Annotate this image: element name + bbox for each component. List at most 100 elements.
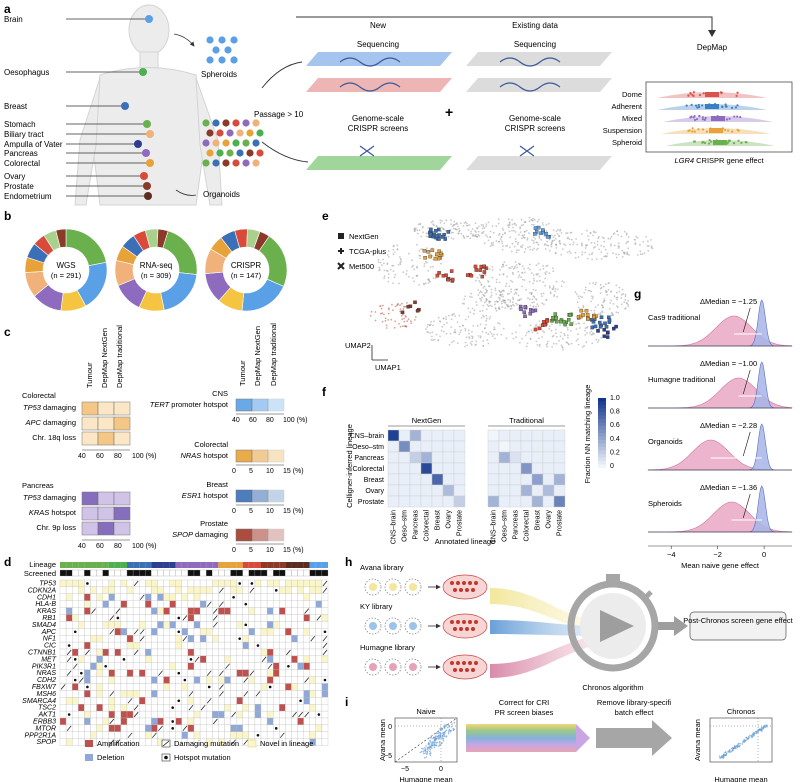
onco-cell [139,614,146,622]
onco-cell [187,710,195,719]
onco-cell [108,662,115,670]
onco-cell [291,669,298,677]
damaging-mark [219,691,224,697]
umap-nextgen-marker [603,321,607,326]
ridge-point [703,141,707,145]
onco-cell [157,697,164,705]
naive-point [439,733,442,736]
g-delta-label: ΔMedian = −1.00 [700,359,757,368]
umap-point [450,326,453,328]
step1-label-line2: PR screen biases [495,708,554,717]
umap-point [460,232,463,235]
onco-cell [151,697,158,705]
cell-dot [471,668,475,672]
umap-nextgen-marker [584,308,589,313]
onco-cell [102,697,109,705]
umap-point [482,340,485,342]
umap-point [515,264,518,266]
umap-point [633,238,636,241]
umap-point [602,301,605,304]
umap-point [485,317,488,320]
naive-point [451,723,453,725]
onco-cell [108,676,115,684]
umap-point [563,243,565,246]
site-label-2: Breast [4,102,28,111]
onco-cell [273,683,280,691]
onco-cell [181,662,189,670]
onco-cell [96,710,103,719]
umap-point [581,253,583,256]
onco-cell [230,607,237,615]
umap-point [457,225,459,228]
umap-point [471,336,474,338]
umap-point [513,223,516,225]
onco-cell [309,607,316,615]
c-right-tick: 0 [232,508,236,515]
onco-cell [291,690,298,698]
umap-point [460,329,462,332]
umap-point [547,222,550,225]
onco-cell [273,690,280,698]
onco-cell [157,690,164,698]
umap-point [641,253,644,256]
naive-point [435,732,438,734]
umap-nextgen-marker [599,315,604,320]
ridge-point [728,117,731,120]
umap-point [458,230,461,233]
umap-point [445,219,448,222]
onco-cell [120,724,128,732]
onco-cell [193,669,201,677]
onco-cell [236,690,243,698]
umap-point [617,306,619,309]
panel-label-h: h [345,555,352,569]
spheroid-dot [230,36,238,44]
ridge-box [711,116,725,121]
umap-point [470,230,473,233]
umap-point [515,336,517,339]
chronos-point [736,746,739,749]
umap-nextgen-marker [554,316,558,320]
umap-point [439,219,442,222]
umap-point [445,316,447,318]
umap-point [555,328,557,331]
onco-cell [139,724,146,732]
damaging-mark [255,691,261,697]
umap-point [580,233,583,235]
gene-label: HLA-B [35,601,56,608]
damaging-mark [322,580,328,587]
chronos-point [750,734,753,737]
umap-point [561,280,564,283]
umap-point [608,308,611,310]
naive-point [430,736,433,739]
umap-nextgen-marker [569,322,574,326]
onco-cell [199,648,207,657]
onco-cell [266,628,274,636]
f-heat-cell [520,473,533,486]
onco-cell [321,621,329,629]
umap-point [512,296,514,299]
onco-cell [206,635,213,643]
umap-point [471,337,474,340]
chronos-title: Chronos [727,707,756,716]
umap-point [605,283,607,286]
col-header-right: DepMap traditional [269,323,278,386]
onco-cell [242,717,249,726]
onco-cell [78,600,85,608]
umap-point [383,262,385,265]
onco-cell [279,621,286,629]
umap-point [609,237,612,240]
onco-cell [181,710,189,719]
naive-point [438,737,441,739]
onco-cell [224,731,231,739]
umap-point [592,332,594,335]
damaging-mark [133,711,139,718]
naive-point [435,738,437,741]
f-heat-cell [487,495,500,508]
naive-point [441,735,444,738]
onco-cell [175,717,182,726]
umap-point [485,297,488,300]
c-right-cell [251,449,269,463]
umap-point [577,338,579,341]
onco-cell [90,669,97,677]
onco-cell [84,614,91,622]
